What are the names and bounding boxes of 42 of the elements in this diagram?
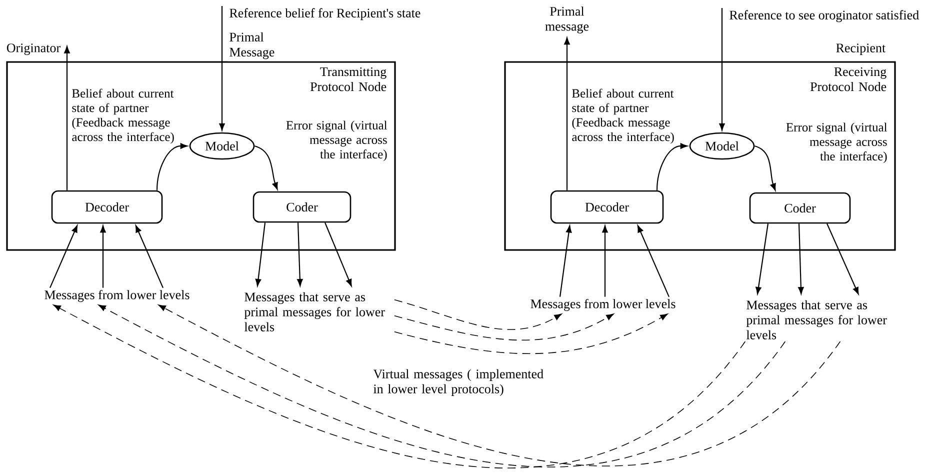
- text-label: Primal message: [534, 4, 600, 36]
- edge-label: Belief about current state of partner (Feedback message across the interface): [71, 88, 178, 144]
- arrow: [156, 143, 188, 190]
- text-label: Messages that serve as primal messages for lower levels: [242, 290, 394, 334]
- dashed-arrow: [394, 299, 562, 330]
- arrow: [324, 222, 352, 286]
- arrow: [219, 6, 225, 131]
- arrow: [754, 145, 776, 191]
- node-label: Recipient: [836, 44, 886, 55]
- text-label: Reference to see oroginator satisfied: [727, 8, 922, 24]
- node-label: Originator: [6, 44, 60, 55]
- process-box: Decoder: [51, 190, 163, 224]
- arrow: [255, 222, 266, 286]
- dashed-arrow: [394, 314, 614, 341]
- text-label: Reference belief for Recipient's state Primal Message: [227, 6, 423, 62]
- arrow: [50, 225, 78, 288]
- arrow: [602, 225, 608, 297]
- arrow: [297, 222, 303, 286]
- text-label: Messages from lower levels: [42, 288, 192, 304]
- edge-label: Error signal (virtual message across the interface): [280, 120, 388, 162]
- arrow: [798, 224, 804, 294]
- process-box: Decoder: [550, 190, 664, 224]
- edge-label: Error signal (virtual message across the interface): [780, 122, 888, 164]
- arrow: [719, 8, 725, 131]
- dashed-arrow: [394, 314, 668, 354]
- text-label: Messages that serve as primal messages for lower levels: [744, 298, 896, 342]
- arrow: [564, 37, 570, 190]
- text-label: Virtual messages ( implemented in lower level protocols): [372, 368, 552, 397]
- edge-label: Belief about current state of partner (Feedback message across the interface): [571, 88, 678, 144]
- process-box: Coder: [749, 192, 851, 224]
- arrow: [100, 225, 106, 288]
- arrow: [135, 225, 164, 288]
- process-box: Coder: [252, 191, 352, 223]
- arrow: [826, 223, 859, 294]
- arrow: [64, 46, 70, 190]
- dashed-arrow: [158, 304, 841, 466]
- arrow: [756, 224, 769, 294]
- arrow: [637, 225, 670, 298]
- arrow: [559, 225, 572, 297]
- arrow: [656, 143, 688, 190]
- text-label: Messages from lower levels: [528, 297, 678, 313]
- arrow: [254, 145, 278, 190]
